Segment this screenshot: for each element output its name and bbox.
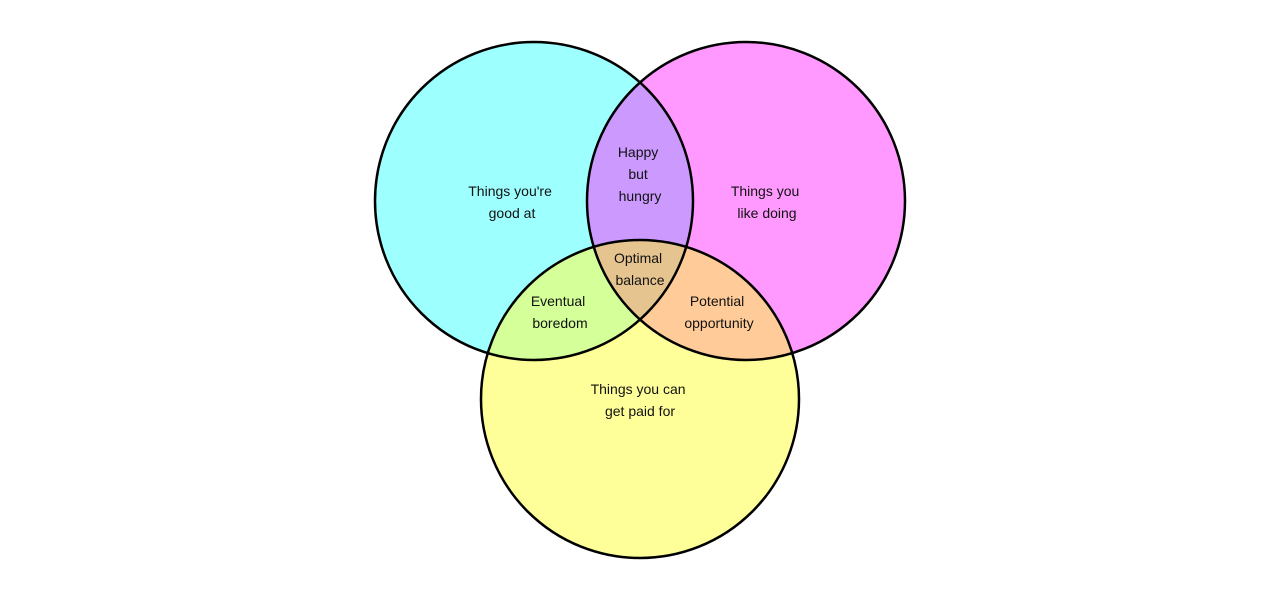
label-like-doing: Things you like doing [731, 183, 803, 221]
label-like-doing-line-2: like doing [737, 205, 796, 221]
label-happy-line-2: but [628, 166, 648, 182]
label-happy-line-3: hungry [619, 188, 662, 204]
label-like-doing-line-1: Things you [731, 183, 799, 199]
circle-good-at-outline [373, 40, 695, 362]
label-boredom-line-2: boredom [532, 315, 587, 331]
label-optimal-line-1: Optimal [614, 250, 662, 266]
label-optimal-line-2: balance [615, 272, 664, 288]
label-get-paid-line-2: get paid for [605, 403, 675, 419]
label-optimal-balance: Optimal balance [614, 250, 666, 288]
label-potential-opportunity: Potential opportunity [684, 293, 753, 331]
label-get-paid: Things you can get paid for [591, 381, 690, 419]
region-like-paid [587, 240, 799, 360]
region-good-paid [481, 240, 693, 360]
label-happy-but-hungry: Happy but hungry [618, 144, 662, 204]
label-opportunity-line-2: opportunity [684, 315, 753, 331]
circle-like-doing-outline [585, 40, 907, 362]
label-eventual-boredom: Eventual boredom [531, 293, 589, 331]
label-good-at-line-2: good at [489, 205, 536, 221]
circle-get-paid-outline [479, 238, 801, 560]
label-happy-line-1: Happy [618, 144, 658, 160]
label-good-at-line-1: Things you're [468, 183, 552, 199]
label-get-paid-line-1: Things you can [591, 381, 686, 397]
label-boredom-line-1: Eventual [531, 293, 585, 309]
label-opportunity-line-1: Potential [690, 293, 744, 309]
label-good-at: Things you're good at [468, 183, 556, 221]
